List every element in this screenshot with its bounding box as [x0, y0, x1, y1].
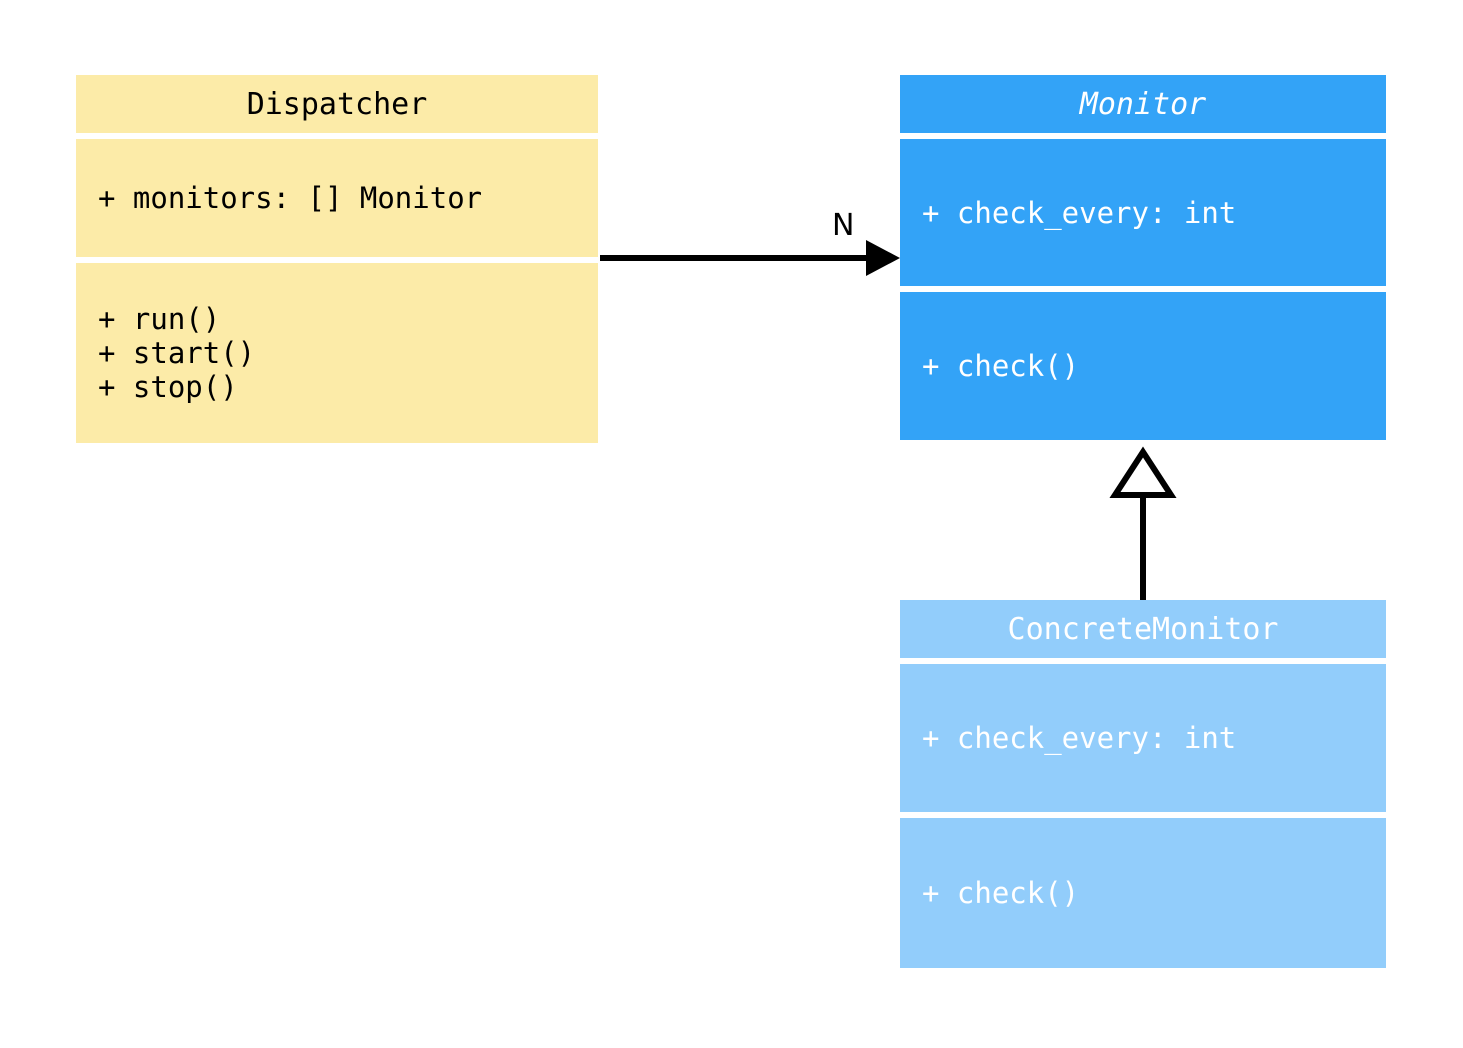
- class-attributes-monitor: + check_every: int: [900, 139, 1386, 286]
- method-row: + check(): [922, 876, 1080, 910]
- attribute-row: + check_every: int: [922, 721, 1237, 755]
- method-row: + stop(): [98, 370, 238, 404]
- method-row: + check(): [922, 349, 1080, 383]
- class-title-monitor: Monitor: [900, 75, 1386, 133]
- class-methods-monitor: + check(): [900, 292, 1386, 440]
- class-box-dispatcher[interactable]: Dispatcher + monitors: [] Monitor + run(…: [76, 75, 598, 443]
- class-attributes-dispatcher: + monitors: [] Monitor: [76, 139, 598, 257]
- class-title-concretemonitor: ConcreteMonitor: [900, 600, 1386, 658]
- class-title-dispatcher: Dispatcher: [76, 75, 598, 133]
- solid-arrowhead-icon: [866, 240, 900, 276]
- class-methods-dispatcher: + run() + start() + stop(): [76, 263, 598, 443]
- class-box-concretemonitor[interactable]: ConcreteMonitor + check_every: int + che…: [900, 600, 1386, 968]
- generalization-edge-concretemonitor-monitor: [1109, 446, 1177, 600]
- attribute-row: + monitors: [] Monitor: [98, 181, 483, 215]
- hollow-triangle-arrowhead-icon: [1109, 446, 1177, 498]
- method-row: + start(): [98, 336, 256, 370]
- method-row: + run(): [98, 302, 221, 336]
- class-methods-concretemonitor: + check(): [900, 818, 1386, 968]
- class-attributes-concretemonitor: + check_every: int: [900, 664, 1386, 812]
- association-multiplicity-label: N: [832, 208, 855, 243]
- association-edge-dispatcher-monitor: [600, 240, 900, 276]
- class-box-monitor[interactable]: Monitor + check_every: int + check(): [900, 75, 1386, 440]
- attribute-row: + check_every: int: [922, 195, 1237, 230]
